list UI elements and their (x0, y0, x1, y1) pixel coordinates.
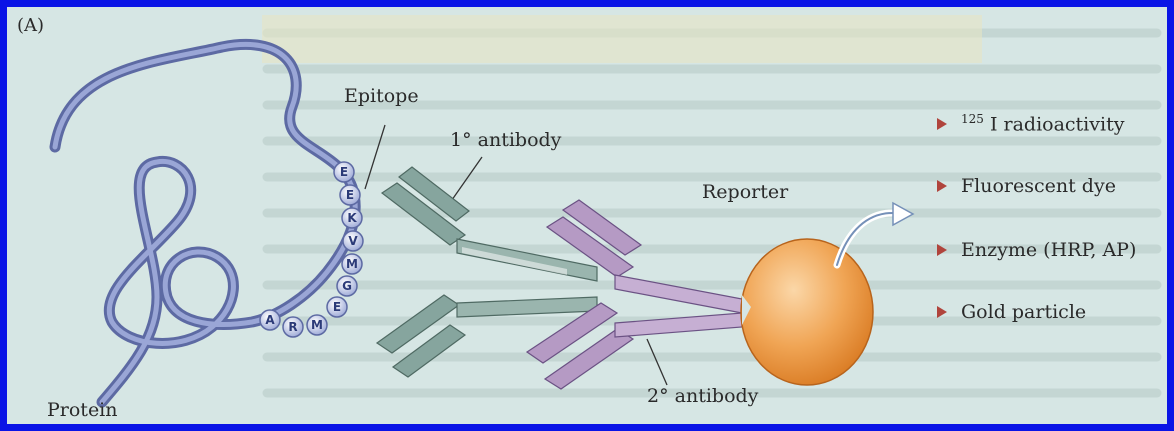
legend-text: Enzyme (HRP, AP) (961, 239, 1136, 261)
immunodetection-diagram: E E K V M G E M R A (7, 7, 1167, 424)
epitope-bead: V (343, 231, 363, 251)
epitope-bead: K (342, 208, 362, 228)
epitope-bead: E (340, 185, 360, 205)
triangle-bullet-icon (937, 244, 947, 256)
legend-text: 125 I radioactivity (961, 112, 1124, 135)
bead-letter: M (311, 318, 323, 332)
legend-item-radioactivity: 125 I radioactivity (937, 112, 1124, 135)
epitope-bead: M (342, 254, 362, 274)
bead-letter: M (346, 257, 358, 271)
epitope-label: Epitope (344, 85, 419, 107)
bead-letter: K (347, 211, 357, 225)
bead-letter: A (265, 313, 275, 327)
bead-letter: E (340, 165, 348, 179)
bead-letter: V (348, 234, 358, 248)
protein-label: Protein (47, 399, 118, 421)
figure-frame: E E K V M G E M R A (7, 7, 1167, 424)
legend-item-enzyme: Enzyme (HRP, AP) (937, 239, 1136, 261)
panel-label: (A) (17, 15, 44, 36)
epitope-beads: E E K V M G E M R A (260, 162, 363, 337)
legend-text: Fluorescent dye (961, 175, 1116, 197)
epitope-bead: R (283, 317, 303, 337)
epitope-bead: E (327, 297, 347, 317)
triangle-bullet-icon (937, 306, 947, 318)
legend-text: Gold particle (961, 301, 1086, 323)
epitope-bead: A (260, 310, 280, 330)
primary-antibody-label: 1° antibody (450, 129, 561, 151)
protein-strand (55, 44, 355, 402)
secondary-antibody (527, 200, 742, 389)
bead-letter: G (342, 279, 352, 293)
reporter-label: Reporter (702, 181, 788, 203)
legend-item-fluorescent-dye: Fluorescent dye (937, 175, 1116, 197)
bead-letter: E (346, 188, 354, 202)
legend-item-gold-particle: Gold particle (937, 301, 1086, 323)
epitope-bead: M (307, 315, 327, 335)
reporter-blob (741, 239, 873, 385)
secondary-antibody-label: 2° antibody (647, 385, 758, 407)
epitope-pointer (365, 125, 385, 189)
bead-letter: E (333, 300, 341, 314)
epitope-bead: G (337, 276, 357, 296)
bead-letter: R (288, 320, 297, 334)
triangle-bullet-icon (937, 118, 947, 130)
secondary-antibody-pointer (647, 339, 667, 385)
epitope-bead: E (334, 162, 354, 182)
triangle-bullet-icon (937, 180, 947, 192)
